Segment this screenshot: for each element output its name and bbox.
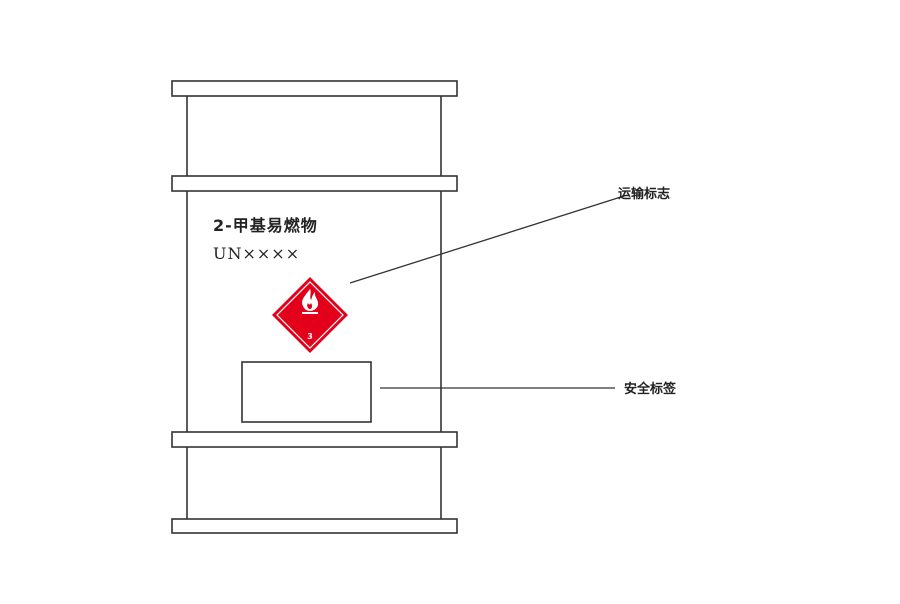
hazard-class-number: 3 [307, 332, 313, 341]
product-name: 2-甲基易燃物 [213, 216, 318, 235]
drum-bottom-rim [171, 518, 458, 534]
callout-safety-label: 安全标签 [624, 382, 677, 397]
callout-transport-mark: 运输标志 [618, 187, 671, 202]
hazard-diamond-label: 3 [272, 277, 348, 353]
flame-icon [302, 289, 319, 314]
transport-mark-leader-line [349, 195, 625, 284]
un-number: UN×××× [213, 244, 301, 263]
hazard-diamond-inner-border [276, 281, 344, 349]
safety-label-box [241, 361, 372, 423]
hazard-diamond [272, 277, 348, 353]
drum-top-rim [171, 80, 458, 97]
drum-lower-hoop [171, 431, 458, 448]
drum-upper-hoop [171, 175, 458, 192]
